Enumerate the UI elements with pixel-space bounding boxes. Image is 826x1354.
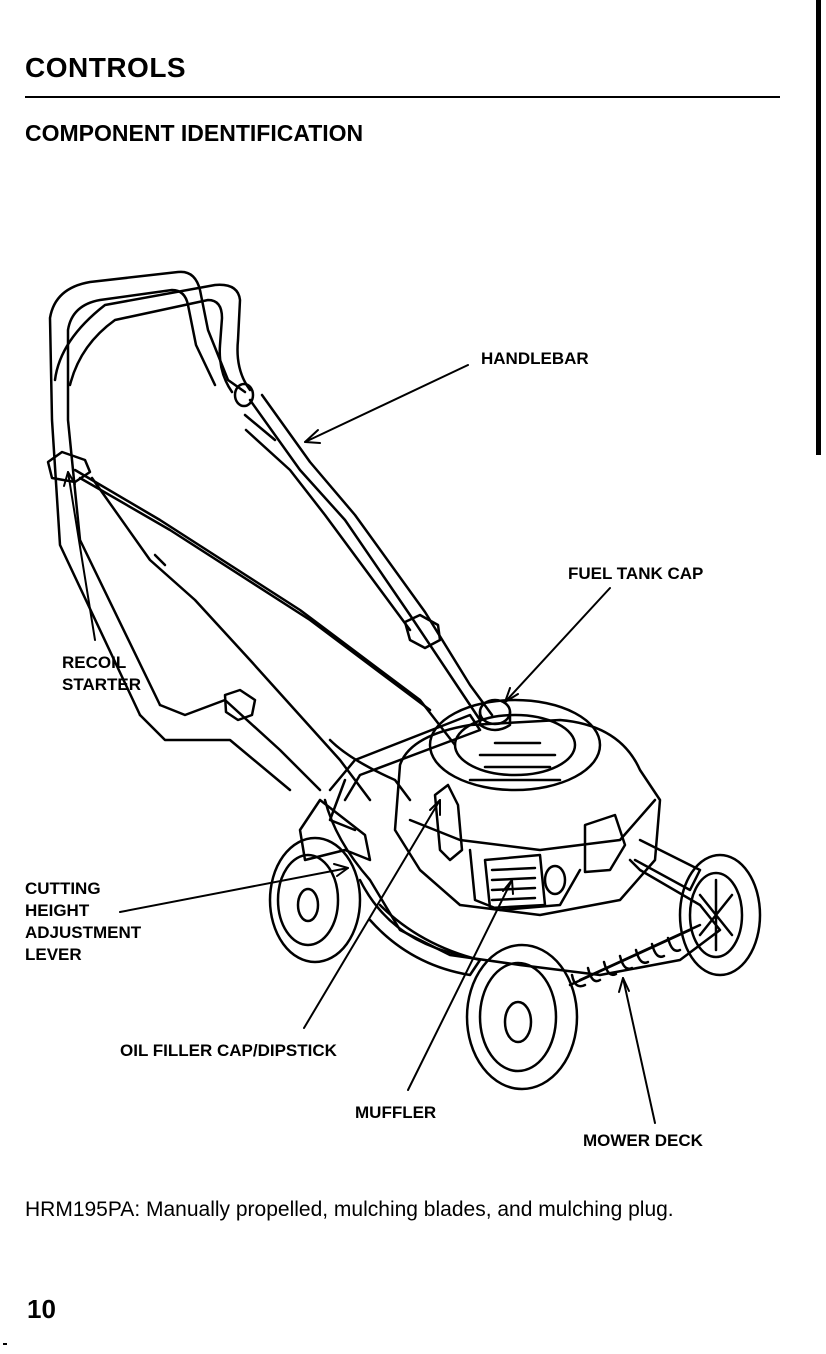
model-caption: HRM195PA: Manually propelled, mulching b… [25,1198,674,1222]
page-number: 10 [27,1294,56,1325]
callout-handlebar: HANDLEBAR [481,348,589,370]
callout-recoil-starter: RECOIL STARTER [62,652,141,696]
callout-fuel-tank-cap: FUEL TANK CAP [568,563,703,585]
callout-oil-filler-cap: OIL FILLER CAP/DIPSTICK [120,1040,337,1062]
handlebar-illustration [50,272,492,790]
callout-muffler: MUFFLER [355,1102,436,1124]
corner-mark [3,1343,7,1345]
callout-cutting-height-lever: CUTTING HEIGHT ADJUSTMENT LEVER [25,878,141,966]
callout-leader-lines [64,365,655,1123]
recoil-starter-illustration [48,452,455,800]
callout-mower-deck: MOWER DECK [583,1130,703,1152]
